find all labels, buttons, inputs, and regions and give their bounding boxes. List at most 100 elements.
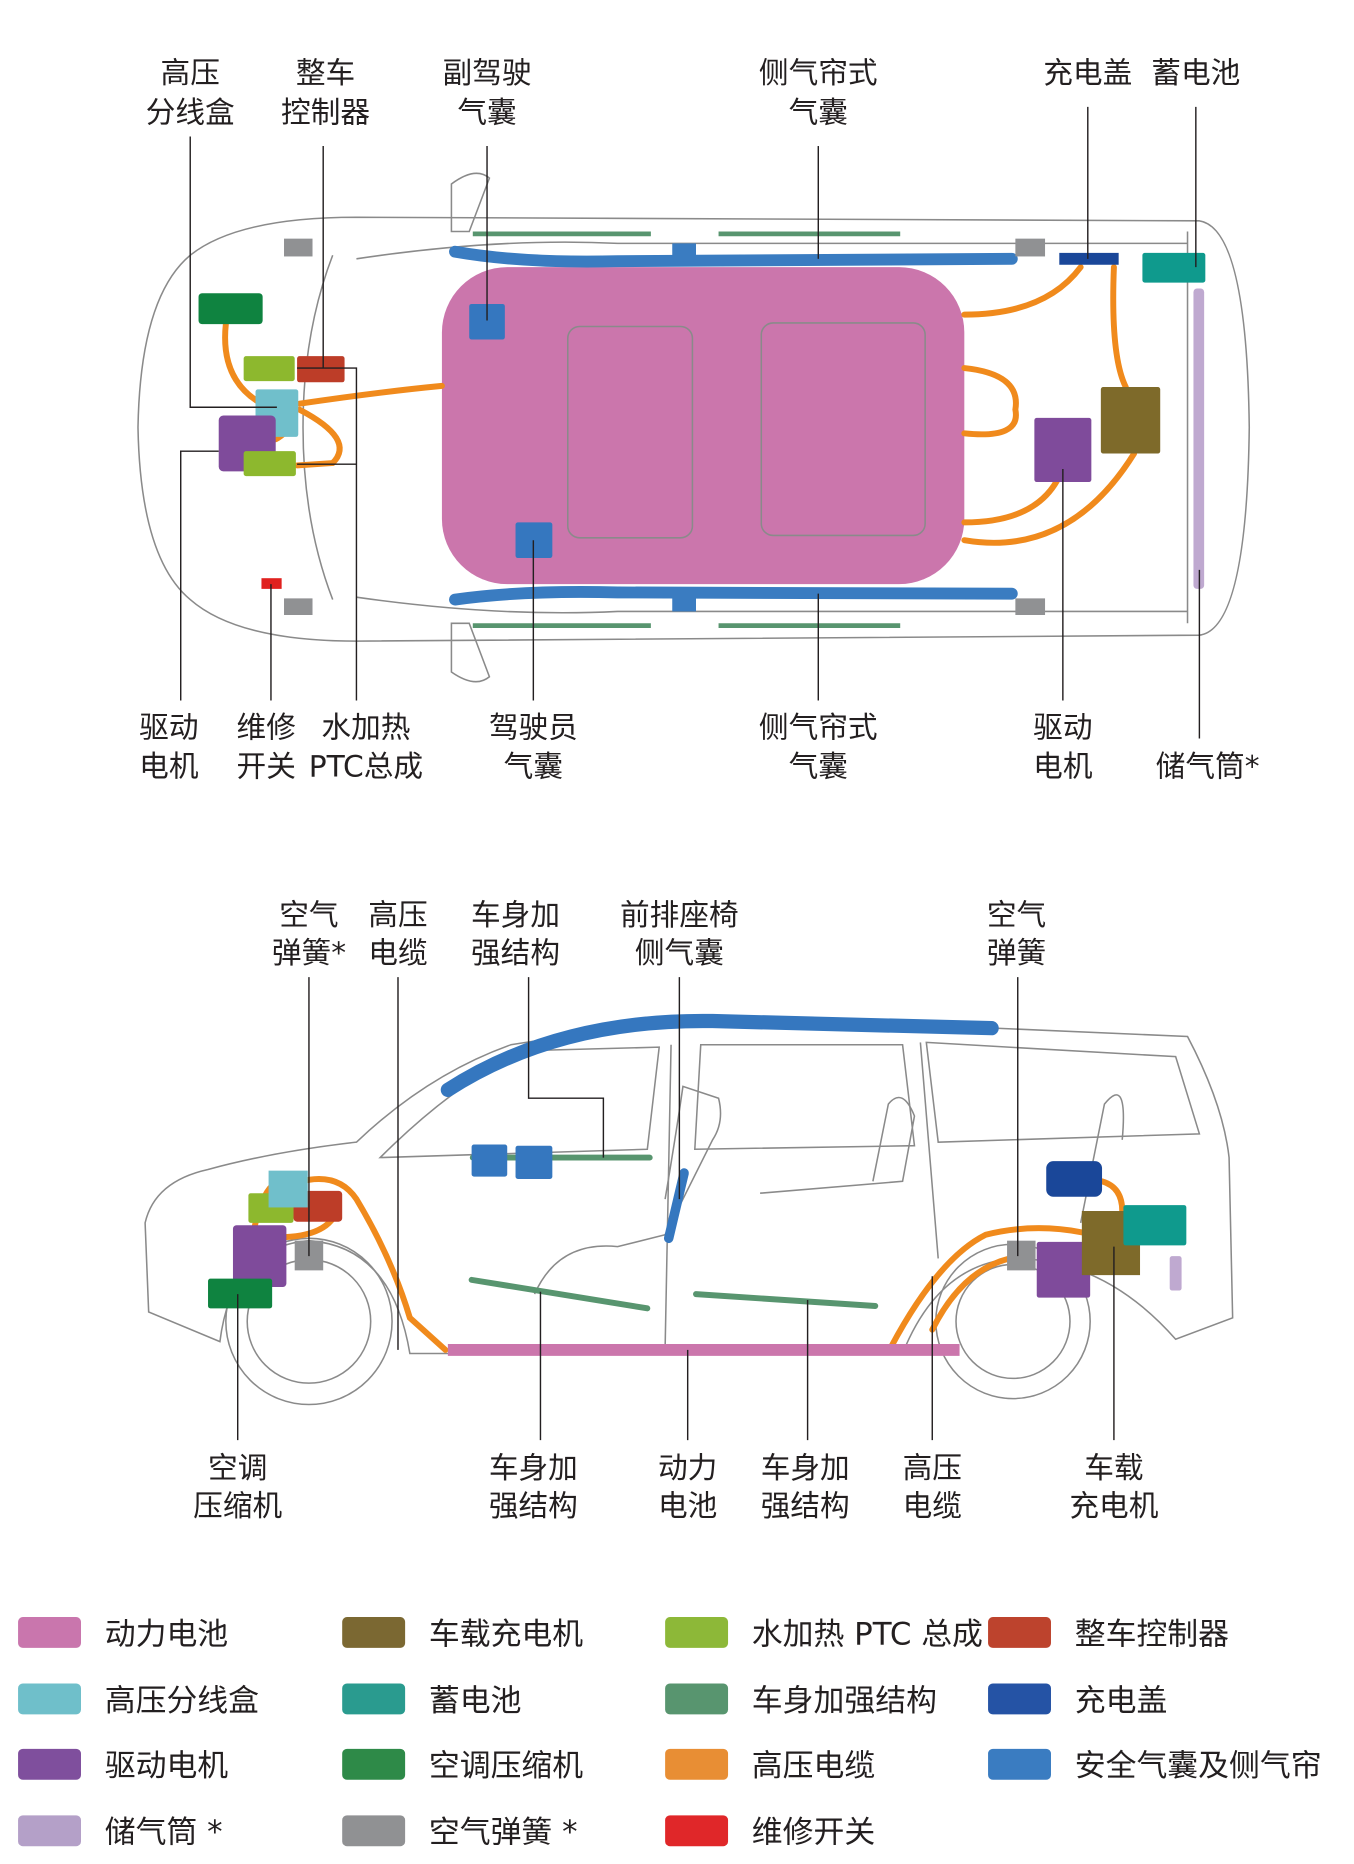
label-air-spring-rear: 空气弹簧 <box>987 897 1046 970</box>
legend-swatch <box>342 1815 406 1847</box>
label-curtain-airbag: 侧气帘式气囊 <box>759 55 878 129</box>
legend-label: 高压分线盒 <box>105 1683 259 1719</box>
label-hv-box: 高压分线盒 <box>146 55 235 129</box>
label-ac-compressor: 空调压缩机 <box>193 1450 282 1523</box>
ptc-heater <box>243 356 295 382</box>
legend-item: 水加热 PTC 总成 <box>665 1616 983 1652</box>
legend-item: 车身加强结构 <box>665 1683 937 1719</box>
label-vcu: 整车控制器 <box>281 55 370 129</box>
legend-item: 充电盖 <box>988 1683 1167 1719</box>
legend-label: 空气弹簧 * <box>429 1815 578 1851</box>
charging-lid-side <box>1046 1161 1103 1197</box>
legend-item: 储气筒 * <box>18 1815 223 1851</box>
rear-motor-side <box>1036 1241 1091 1298</box>
passenger-airbag <box>469 303 505 340</box>
label-air-tank: 储气筒* <box>1156 748 1260 783</box>
power-battery <box>441 267 965 585</box>
legend-item: 车载充电机 <box>342 1616 583 1652</box>
12v-battery-side <box>1123 1205 1187 1246</box>
seat-outline <box>760 322 926 537</box>
label-passenger-airbag: 副驾驶气囊 <box>443 55 532 129</box>
label-reinforcement-1: 车身加强结构 <box>489 1450 578 1523</box>
air-tank-side <box>1169 1256 1182 1291</box>
legend-label: 车载充电机 <box>429 1616 583 1652</box>
air-tank <box>1193 288 1205 589</box>
side-curtain-airbag <box>440 1013 999 1098</box>
label-power-battery: 动力电池 <box>658 1450 717 1523</box>
hv-box-side <box>268 1170 308 1208</box>
legend-label: 安全气囊及侧气帘 <box>1075 1748 1322 1784</box>
service-switch <box>261 578 282 589</box>
ac-compressor <box>198 293 263 325</box>
door-airbag <box>515 1145 553 1179</box>
legend-item: 蓄电池 <box>342 1683 521 1719</box>
legend-item: 维修开关 <box>665 1815 875 1851</box>
label-onboard-charger: 车载充电机 <box>1069 1450 1158 1523</box>
legend-swatch <box>665 1815 729 1847</box>
legend-swatch <box>988 1683 1051 1715</box>
legend-label: 空调压缩机 <box>429 1748 583 1784</box>
body-reinforcement-top <box>472 231 901 629</box>
leader-lines-top <box>180 106 1201 739</box>
air-springs-top <box>284 238 1046 616</box>
legend-label: 维修开关 <box>752 1815 875 1851</box>
legend-item: 高压电缆 <box>665 1748 875 1784</box>
label-hv-cable-bottom: 高压电缆 <box>903 1450 962 1523</box>
legend-swatch <box>18 1815 81 1847</box>
label-front-motor: 驱动电机 <box>139 709 199 783</box>
label-air-spring-front: 空气弹簧* <box>272 897 346 970</box>
label-12v-battery: 蓄电池 <box>1151 55 1240 90</box>
legend-label: 整车控制器 <box>1075 1616 1229 1652</box>
legend-item: 高压分线盒 <box>18 1683 259 1719</box>
legend-label: 充电盖 <box>1075 1683 1168 1719</box>
legend-label: 储气筒 * <box>105 1815 223 1851</box>
cables-top <box>222 264 1138 546</box>
label-curtain-airbag-bottom: 侧气帘式气囊 <box>759 709 878 783</box>
vehicle-controller <box>297 356 345 383</box>
charging-lid <box>1059 252 1119 265</box>
legend-swatch <box>665 1683 729 1715</box>
legend-item: 动力电池 <box>18 1616 228 1652</box>
legend-swatch <box>18 1748 81 1780</box>
legend-label: 高压电缆 <box>752 1748 875 1784</box>
seat-outline <box>567 325 694 539</box>
ac-compressor-side <box>208 1278 273 1309</box>
ptc-heater-lower <box>243 451 296 477</box>
legend-label: 水加热 PTC 总成 <box>752 1616 983 1652</box>
legend-label: 驱动电机 <box>105 1748 229 1784</box>
legend-swatch <box>18 1683 81 1715</box>
legend-item: 整车控制器 <box>988 1616 1229 1652</box>
door-airbag <box>471 1144 508 1177</box>
legend-item: 空气弹簧 * <box>342 1815 578 1851</box>
front-motor-side <box>232 1225 287 1287</box>
legend-item: 安全气囊及侧气帘 <box>988 1748 1322 1784</box>
top-view: 高压分线盒 整车控制器 副驾驶气囊 侧气帘式气囊 充电盖 蓄电池 驱动电机 维修… <box>137 55 1260 783</box>
rear-air-spring <box>1007 1240 1036 1271</box>
legend-swatch <box>342 1748 406 1780</box>
side-view: 空气弹簧* 高压电缆 车身加强结构 前排座椅侧气囊 空气弹簧 空调压缩机 车身加… <box>144 897 1234 1523</box>
legend-swatch <box>665 1748 729 1780</box>
label-reinforcement-top: 车身加强结构 <box>471 897 560 970</box>
12v-battery <box>1142 252 1206 283</box>
label-rear-motor: 驱动电机 <box>1033 709 1093 783</box>
cables-side <box>250 1176 1126 1353</box>
label-charging-lid: 充电盖 <box>1043 55 1132 90</box>
label-hv-cable-top: 高压电缆 <box>368 897 427 970</box>
label-seat-airbag: 前排座椅侧气囊 <box>620 897 739 970</box>
seat-side-airbag <box>663 1168 689 1244</box>
legend-item: 驱动电机 <box>18 1748 228 1784</box>
legend-item: 空调压缩机 <box>342 1748 583 1784</box>
legend-swatch <box>342 1617 406 1648</box>
onboard-charger <box>1100 387 1161 454</box>
legend-label: 动力电池 <box>105 1616 228 1652</box>
labels-top-view: 高压分线盒 整车控制器 副驾驶气囊 侧气帘式气囊 充电盖 蓄电池 驱动电机 维修… <box>139 55 1259 783</box>
legend-label: 蓄电池 <box>429 1683 522 1719</box>
rear-drive-motor <box>1034 417 1092 483</box>
labels-side-view: 空气弹簧* 高压电缆 车身加强结构 前排座椅侧气囊 空气弹簧 空调压缩机 车身加… <box>193 897 1159 1523</box>
legend-swatch <box>988 1748 1051 1780</box>
curtain-airbags-top <box>449 243 1018 612</box>
leader-lines-side <box>237 977 1115 1441</box>
legend-swatch <box>988 1617 1051 1648</box>
